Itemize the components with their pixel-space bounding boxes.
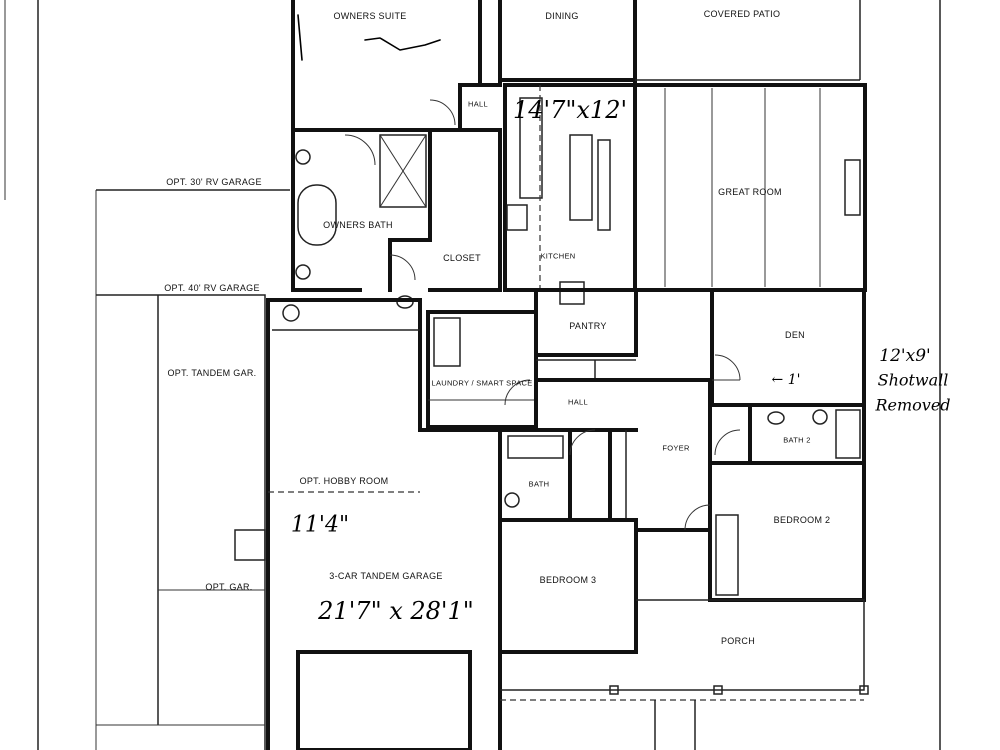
room-label-tandem-gar: OPT. TANDEM GAR. bbox=[167, 368, 257, 378]
handwritten-den-arrow: ← 1' bbox=[771, 372, 801, 388]
room-label-owners-bath: OWNERS BATH bbox=[323, 220, 393, 230]
room-label-owners-suite: OWNERS SUITE bbox=[333, 11, 407, 21]
room-label-kitchen: KITCHEN bbox=[540, 251, 576, 261]
room-label-porch: PORCH bbox=[720, 636, 756, 646]
room-label-bedroom3: BEDROOM 3 bbox=[539, 575, 597, 585]
handwritten-garage-left: 11'4" bbox=[290, 512, 350, 538]
room-label-garage: 3-CAR TANDEM GARAGE bbox=[329, 571, 443, 581]
room-label-covered-patio: COVERED PATIO bbox=[703, 9, 781, 19]
room-label-hall-upper: HALL bbox=[468, 99, 488, 109]
handwritten-garage-dimension: 21'7" x 28'1" bbox=[318, 597, 474, 625]
room-label-pantry: PANTRY bbox=[569, 321, 607, 331]
handwritten-den-dimension: 12'x9' bbox=[879, 346, 931, 366]
room-label-rv-garage-30: OPT. 30' RV GARAGE bbox=[166, 177, 262, 187]
room-label-laundry: LAUNDRY / SMART SPACE bbox=[431, 378, 533, 388]
handwritten-kitchen-dimension: 14'7"x12' bbox=[512, 96, 628, 124]
room-label-foyer: FOYER bbox=[662, 443, 690, 453]
room-label-dining: DINING bbox=[545, 11, 579, 21]
room-label-bath2: BATH 2 bbox=[783, 435, 811, 445]
room-label-rv-garage-40: OPT. 40' RV GARAGE bbox=[164, 283, 260, 293]
handwritten-den-note-removed: Removed bbox=[875, 395, 951, 415]
room-label-den: DEN bbox=[785, 330, 805, 340]
handwritten-den-note-shotwall: Shotwall bbox=[877, 370, 949, 390]
room-label-opt-gar: OPT. GAR. bbox=[205, 582, 253, 592]
room-label-bedroom2: BEDROOM 2 bbox=[773, 515, 831, 525]
room-label-hall-lower: HALL bbox=[568, 397, 588, 407]
room-label-hobby-room: OPT. HOBBY ROOM bbox=[299, 476, 389, 486]
room-label-bath: BATH bbox=[528, 479, 550, 489]
room-label-great-room: GREAT ROOM bbox=[718, 187, 782, 197]
room-label-closet: CLOSET bbox=[443, 253, 481, 263]
